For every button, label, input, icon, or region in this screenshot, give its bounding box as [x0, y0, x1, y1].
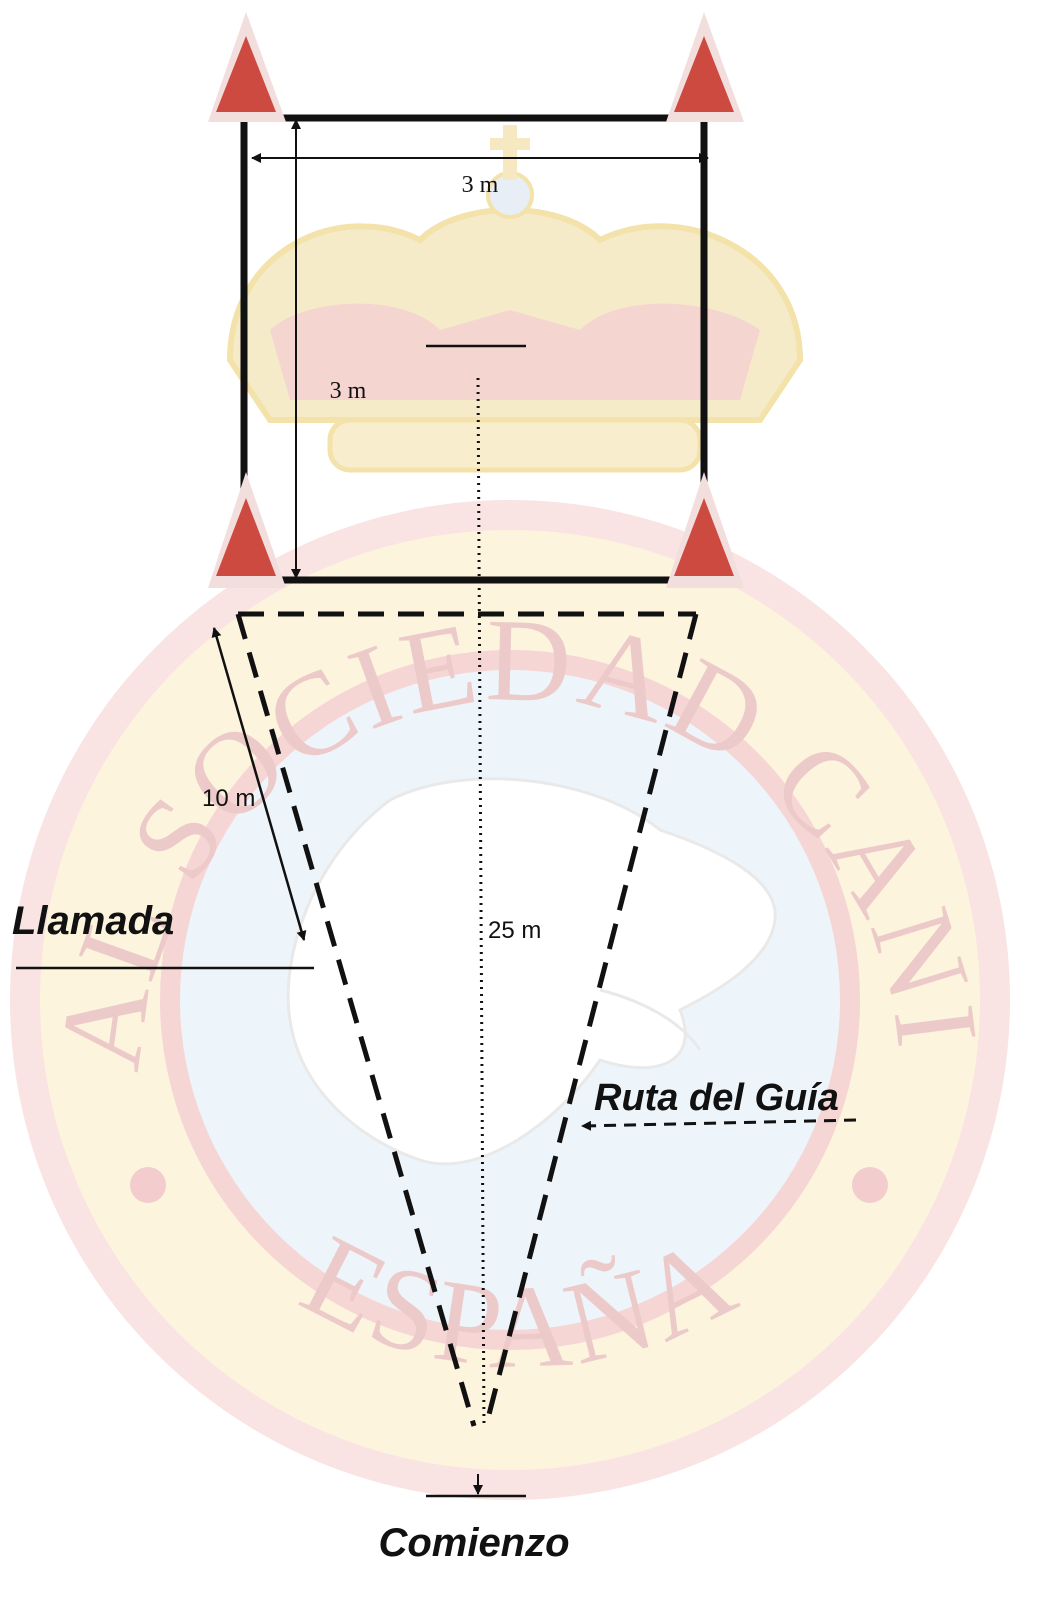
watermark-dot-left — [130, 1167, 166, 1203]
handler-route-label: Ruta del Guía — [594, 1077, 839, 1119]
segment-dimension-arrow — [211, 627, 307, 941]
segment-label: 10 m — [202, 785, 255, 812]
handler-route-pointer — [581, 1118, 857, 1131]
center-dotted-line — [476, 377, 486, 1429]
start-label: Comienzo — [378, 1521, 569, 1565]
width-label: 3 m — [462, 172, 499, 198]
cone-icon — [208, 12, 286, 122]
height-label: 3 m — [330, 378, 367, 404]
distance-label: 25 m — [488, 917, 541, 944]
recall-label: Llamada — [12, 899, 174, 943]
dog-head-icon — [286, 777, 777, 1166]
watermark-dot-right — [852, 1167, 888, 1203]
cone-icon — [208, 472, 286, 588]
crown-icon — [226, 125, 804, 473]
cone-icon — [666, 472, 744, 588]
watermark-logo: REAL SOCIEDAD CANINA ESPAÑA — [0, 0, 1010, 1500]
cone-icon — [666, 12, 744, 122]
